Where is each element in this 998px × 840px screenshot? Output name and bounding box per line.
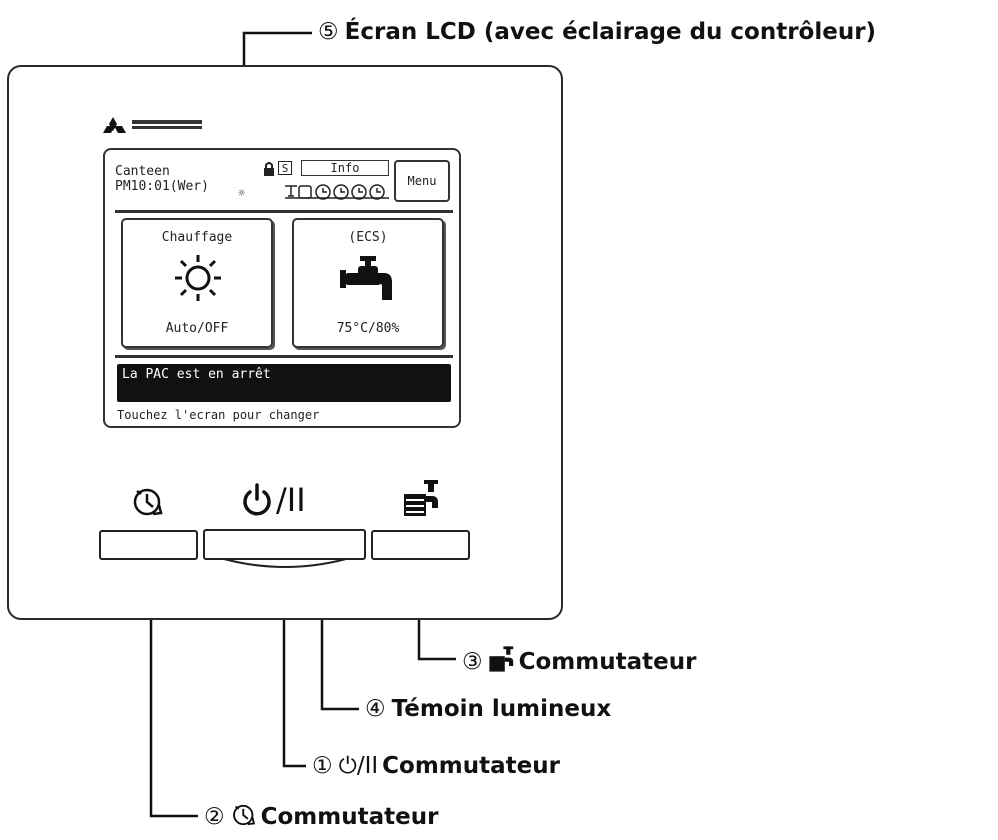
power-switch-button[interactable] — [203, 529, 366, 560]
heating-mode-title: Chauffage — [161, 230, 233, 245]
hot-water-tap-icon — [489, 646, 513, 672]
indicator-lamp — [223, 558, 347, 568]
callout-water-switch-label: Commutateur — [518, 649, 697, 675]
callout-power-switch-label: Commutateur — [382, 753, 560, 779]
callout-power-switch-symbol: ⏻/II — [338, 753, 379, 779]
callout-lcd-number: ⑤ — [318, 19, 339, 45]
power-icon — [243, 483, 271, 516]
menu-button[interactable]: Menu — [394, 160, 450, 202]
hot-water-mode-title: (ECS) — [348, 230, 388, 245]
heating-mode-button[interactable]: Chauffage Auto/OFF — [121, 218, 273, 348]
status-icons-row — [285, 184, 389, 200]
sun-icon: ☼ — [238, 186, 246, 200]
callout-water-switch-number: ③ — [462, 649, 483, 675]
water-switch-button[interactable] — [371, 530, 470, 560]
lcd-top-divider — [115, 210, 453, 213]
tap-icon — [340, 256, 392, 300]
timer-switch-leader-line — [149, 548, 198, 818]
lcd-bottom-divider — [115, 355, 453, 358]
heating-mode-value: Auto/OFF — [165, 321, 229, 336]
timer-switch-button[interactable] — [99, 530, 198, 560]
s-indicator-icon: S — [278, 161, 292, 175]
callout-water-switch: ③ Commutateur — [462, 645, 696, 676]
callout-lcd-label: Écran LCD (avec éclairage du contrôleur) — [344, 19, 877, 45]
info-button[interactable]: Info — [301, 160, 389, 176]
callout-timer-switch: ② Commutateur — [204, 802, 438, 831]
hot-water-tap-icon — [404, 480, 438, 516]
lock-icon — [264, 162, 274, 176]
lcd-screen[interactable]: Canteen PM10:01(Wer) ☼ S Info Menu Chauf… — [103, 148, 461, 428]
lcd-time: PM10:01(Wer) — [115, 179, 209, 194]
hot-water-mode-value: 75°C/80% — [336, 321, 400, 336]
lcd-footer-hint: Touchez l'ecran pour changer — [117, 408, 320, 422]
callout-indicator-label: Témoin lumineux — [391, 696, 612, 722]
lcd-location: Canteen — [115, 164, 170, 179]
hot-water-mode-button[interactable]: (ECS) 75°C/80% — [292, 218, 444, 348]
brand-logo — [103, 117, 224, 140]
callout-timer-switch-number: ② — [204, 804, 225, 830]
clock-timer-icon — [232, 804, 255, 826]
status-message-bar: La PAC est en arrêt — [117, 364, 451, 402]
callout-indicator-number: ④ — [365, 696, 386, 722]
callout-timer-switch-label: Commutateur — [260, 804, 439, 830]
clock-timer-icon — [133, 488, 163, 516]
sun-icon — [175, 255, 221, 301]
power-pause-label: /II — [241, 480, 331, 520]
power-switch-leader-line — [282, 548, 306, 768]
callout-power-switch-number: ① — [312, 753, 333, 779]
mitsubishi-logo-icon — [103, 117, 202, 133]
